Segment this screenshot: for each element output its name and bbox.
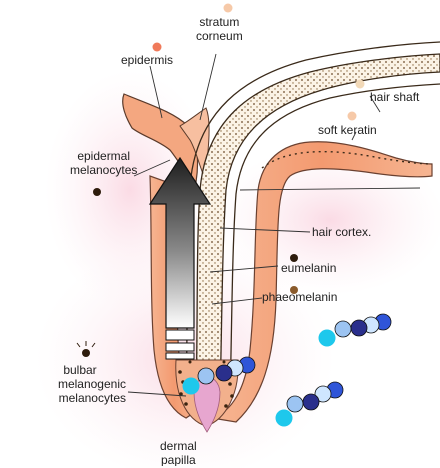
label-stratum-corneum-line2: corneum — [196, 30, 243, 44]
label-hair-shaft: hair shaft — [370, 91, 419, 105]
soft-keratin-marker — [348, 112, 357, 121]
label-bulbar-line1: bulbar — [34, 364, 126, 378]
label-hair-cortex: hair cortex. — [312, 226, 371, 240]
bead-chain-1 — [319, 314, 392, 347]
label-stratum-corneum-line1: stratum — [196, 16, 243, 30]
hair-shaft-marker — [356, 80, 365, 89]
label-bulbar-line3: melanocytes — [34, 392, 126, 406]
epidermal-melanocyte-marker — [93, 188, 101, 196]
label-epidermal-melanocytes-line1: epidermal — [70, 150, 137, 164]
stratum-corneum-marker — [224, 4, 233, 13]
epidermis-marker — [153, 43, 162, 52]
label-bulbar-line2: melanogenic — [34, 378, 126, 392]
label-dermal-papilla-line2: papilla — [160, 454, 197, 466]
label-dermal-papilla-line1: dermal — [160, 440, 197, 454]
label-epidermal-melanocytes-line2: melanocytes — [70, 164, 137, 178]
label-phaeomelanin: phaeomelanin — [262, 291, 337, 305]
label-epidermis: epidermis — [121, 54, 173, 68]
label-bulbar-melanogenic-melanocytes: bulbar melanogenic melanocytes — [34, 364, 126, 405]
label-epidermal-melanocytes: epidermal melanocytes — [70, 150, 137, 178]
label-stratum-corneum: stratum corneum — [196, 16, 243, 44]
label-eumelanin: eumelanin — [281, 262, 336, 276]
label-soft-keratin: soft keratin — [318, 124, 377, 138]
label-dermal-papilla: dermal papilla — [160, 440, 197, 466]
